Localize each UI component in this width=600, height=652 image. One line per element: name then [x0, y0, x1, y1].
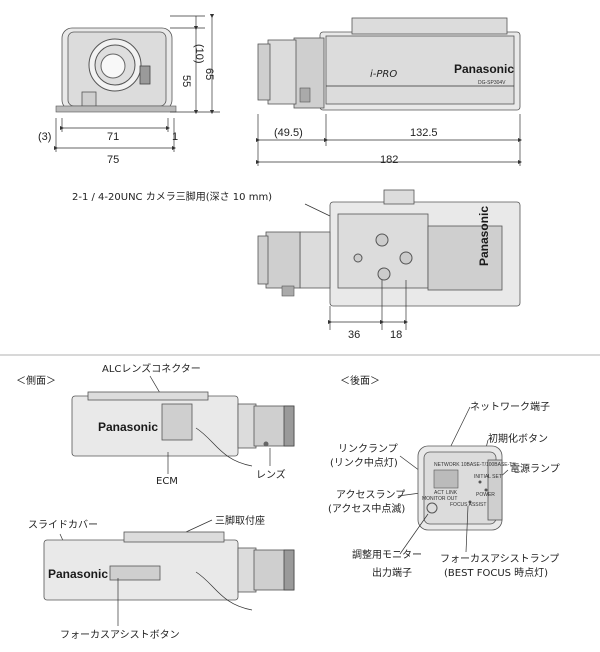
dim-front-1: 1 — [172, 131, 178, 143]
panel-tiny-initial-set: INITIAL SET — [474, 474, 502, 480]
top-horizontal-dims — [255, 114, 523, 166]
panel-tiny-link: LINK — [446, 490, 458, 496]
label-access-lamp-sub: (アクセス中点滅) — [328, 502, 405, 515]
top-model: DG-SP304V — [478, 80, 506, 86]
bottom-brand: Panasonic — [477, 206, 491, 266]
panel-tiny-power: POWER — [476, 492, 495, 498]
label-access-lamp: アクセスランプ — [336, 489, 405, 501]
panel-tiny-monitor-out: MONITOR OUT — [422, 496, 457, 502]
dim-front-3: (3) — [38, 131, 51, 143]
label-network-terminal: ネットワーク端子 — [470, 400, 550, 413]
tripod-note: 2-1 / 4-20UNC カメラ三脚用(深さ 10 mm) — [72, 190, 272, 203]
front-view — [55, 13, 220, 115]
dim-front-75: 75 — [107, 154, 119, 166]
bottom-view — [257, 189, 521, 307]
side-heading: ＜側面＞ — [16, 374, 56, 387]
panel-tiny-act: ACT — [434, 490, 444, 496]
bottom-dims — [327, 280, 409, 330]
label-link-lamp-sub: (リンク中点灯) — [330, 456, 398, 469]
side-brand-lower: Panasonic — [48, 567, 108, 581]
front-horizontal-dims — [53, 118, 177, 152]
label-monitor-out-sub: 出力端子 — [372, 566, 412, 579]
dim-side-49-5: (49.5) — [274, 127, 303, 139]
side-brand-upper: Panasonic — [98, 420, 158, 434]
dim-side-132-5: 132.5 — [410, 127, 438, 139]
dim-front-55: 55 — [180, 75, 192, 87]
rear-heading: ＜後面＞ — [340, 374, 380, 387]
side-camera-upper — [71, 391, 295, 467]
dim-bottom-18: 18 — [390, 329, 402, 341]
rear-camera — [417, 445, 503, 531]
label-ecm: ECM — [156, 476, 178, 487]
dim-side-182: 182 — [380, 154, 398, 166]
label-power-lamp: 電源ランプ — [510, 462, 560, 475]
dim-front-71: 71 — [107, 131, 119, 143]
panel-tiny-focus-assist: FOCUS ASSIST — [450, 502, 486, 508]
label-monitor-out: 調整用モニター — [352, 548, 422, 561]
label-alc-connector: ALCレンズコネクター — [102, 362, 201, 375]
label-focus-lamp-sub: (BEST FOCUS 時点灯) — [444, 567, 548, 579]
dim-bottom-36: 36 — [348, 329, 360, 341]
label-focus-assist-button: フォーカスアシストボタン — [60, 629, 180, 641]
label-link-lamp: リンクランプ — [338, 443, 398, 455]
dim-front-65: 65 — [203, 68, 215, 80]
panel-tiny-network: NETWORK 10BASE-T/100BASE-TX — [434, 462, 516, 468]
side-camera-lower — [43, 531, 295, 611]
label-tripod-mount: 三脚取付座 — [215, 514, 265, 527]
dim-front-10: (10) — [193, 44, 205, 64]
label-focus-lamp: フォーカスアシストランプ — [440, 553, 559, 565]
top-brand: Panasonic — [454, 62, 514, 76]
top-series-logo: i-PRO — [370, 69, 397, 80]
label-lens: レンズ — [256, 468, 286, 481]
label-slide-cover: スライドカバー — [28, 519, 98, 531]
label-init-button: 初期化ボタン — [488, 432, 548, 445]
top-view — [257, 17, 521, 111]
